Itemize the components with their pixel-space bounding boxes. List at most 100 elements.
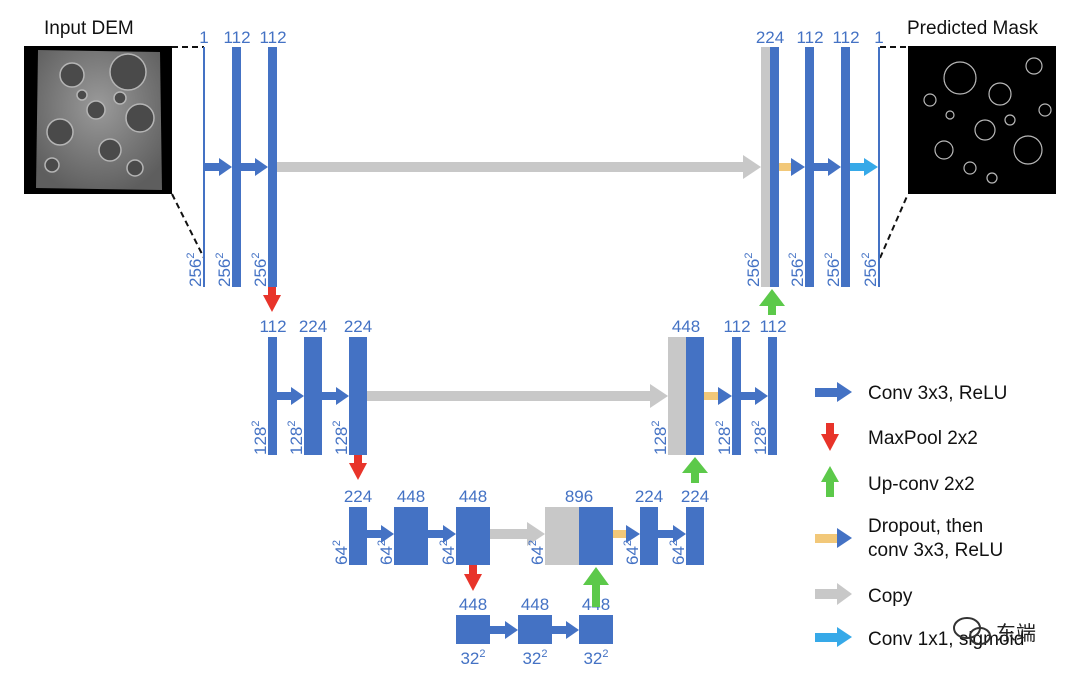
feature-map-l1-output — [878, 47, 880, 287]
feature-map-l4-a — [456, 615, 490, 644]
feature-map-l1-d — [805, 47, 814, 287]
feature-map-l3-f — [686, 507, 704, 565]
input-dem-craters — [44, 53, 155, 177]
legend-label: Conv 1x1, sigmoid — [868, 629, 1024, 650]
feature-map-l1-c — [770, 47, 779, 287]
legend: Conv 3x3, ReLU MaxPool 2x2 Up-conv 2x2 D… — [815, 382, 1024, 650]
channel-label: 1 — [874, 28, 883, 47]
maxpool-arrow-icon — [821, 423, 839, 451]
dashed-connectors — [171, 46, 909, 259]
predicted-mask-rings — [923, 57, 1052, 184]
channel-label: 112 — [259, 317, 286, 336]
feature-map-l3-c — [456, 507, 490, 565]
conv1x1-arrow-icon — [815, 627, 852, 647]
feature-map-l3-a — [349, 507, 367, 565]
copy-arrow-icon — [815, 583, 852, 605]
channel-label: 1 — [199, 28, 208, 47]
conv-arrows-l1 — [205, 158, 841, 176]
feature-map-l1-b — [268, 47, 277, 287]
output-caption: Predicted Mask — [907, 18, 1038, 39]
channel-label: 896 — [565, 487, 593, 506]
feature-map-l3-e — [640, 507, 658, 565]
feature-map-l2-f — [768, 337, 777, 455]
resolution-label: 2562 — [743, 253, 763, 288]
l4-channel-labels: 448 448 448 — [459, 595, 610, 614]
resolution-label: 2562 — [214, 253, 234, 288]
feature-map-l1-input — [203, 47, 205, 287]
watermark-text: 东端 — [996, 621, 1036, 645]
copy-arrow-l1 — [277, 155, 761, 179]
legend-label: Up-conv 2x2 — [868, 474, 975, 495]
copy-block-l1 — [761, 47, 770, 287]
conv1x1-arrow-l1 — [850, 158, 878, 176]
resolution-label: 322 — [460, 648, 485, 668]
feature-map-l3-d — [579, 507, 613, 565]
resolution-label: 642 — [376, 540, 396, 565]
resolution-label: 642 — [668, 540, 688, 565]
resolution-label: 1282 — [714, 421, 734, 456]
legend-label: Conv 3x3, ReLU — [868, 383, 1007, 404]
channel-label: 224 — [299, 317, 327, 336]
l2-channel-labels: 112 224 224 448 112 112 — [259, 317, 786, 336]
resolution-label: 642 — [622, 540, 642, 565]
feature-map-l3-b — [394, 507, 428, 565]
channel-label: 224 — [635, 487, 663, 506]
feature-map-l2-a — [268, 337, 277, 455]
channel-label: 448 — [672, 317, 700, 336]
watermark-icon — [953, 617, 991, 645]
copy-arrow-l2 — [367, 384, 668, 408]
dropout-arrow-l3 — [613, 525, 640, 543]
upconv-arrows — [583, 289, 785, 607]
resolution-label: 642 — [527, 540, 547, 565]
resolution-label: 2562 — [823, 253, 843, 288]
feature-map-l4-b — [518, 615, 552, 644]
channel-label: 112 — [796, 28, 823, 47]
channel-label: 112 — [759, 317, 786, 336]
conv-arrows-l3 — [367, 525, 686, 543]
channel-label: 448 — [459, 487, 487, 506]
l1-channel-labels: 1 112 112 224 112 112 1 — [199, 28, 883, 47]
copy-arrow-l3 — [490, 522, 545, 546]
copy-block-l2 — [668, 337, 686, 455]
dropout-arrow-icon — [815, 528, 852, 548]
resolution-label: 2562 — [250, 253, 270, 288]
resolution-label: 1282 — [331, 421, 351, 456]
dropout-arrow-l2 — [704, 387, 732, 405]
resolution-label: 322 — [583, 648, 608, 668]
channel-label: 448 — [459, 595, 487, 614]
feature-map-l2-b — [304, 337, 322, 455]
dropout-arrow-l1 — [779, 158, 805, 176]
channel-label: 112 — [832, 28, 859, 47]
resolution-label: 2562 — [185, 253, 205, 288]
resolution-label: 322 — [522, 648, 547, 668]
conv-arrow-icon — [815, 382, 852, 402]
channel-label: 224 — [344, 487, 372, 506]
copy-block-l3 — [545, 507, 579, 565]
legend-label: conv 3x3, ReLU — [868, 540, 1003, 561]
channel-label: 224 — [681, 487, 709, 506]
channel-label: 448 — [397, 487, 425, 506]
resolution-labels: 2562 2562 2562 2562 2562 2562 2562 1282 … — [185, 253, 880, 669]
conv-arrows-l2 — [277, 387, 768, 405]
channel-label: 224 — [344, 317, 372, 336]
maxpool-arrows — [263, 287, 482, 591]
l3-channel-labels: 224 448 448 896 224 224 — [344, 487, 709, 506]
feature-map-l2-e — [732, 337, 741, 455]
feature-map-l1-a — [232, 47, 241, 287]
watermark: 东端 — [953, 617, 1036, 645]
feature-map-l4-c — [579, 615, 613, 644]
input-caption: Input DEM — [44, 18, 134, 39]
legend-label: Copy — [868, 586, 913, 607]
feature-map-l2-c — [349, 337, 367, 455]
channel-label: 448 — [521, 595, 549, 614]
resolution-label: 642 — [438, 540, 458, 565]
resolution-label: 1282 — [750, 421, 770, 456]
feature-map-l2-d — [686, 337, 704, 455]
resolution-label: 2562 — [787, 253, 807, 288]
channel-label: 224 — [756, 28, 784, 47]
resolution-label: 1282 — [250, 421, 270, 456]
resolution-label: 2562 — [860, 253, 880, 288]
channel-label: 112 — [723, 317, 750, 336]
feature-map-l1-e — [841, 47, 850, 287]
channel-label: 112 — [223, 28, 250, 47]
